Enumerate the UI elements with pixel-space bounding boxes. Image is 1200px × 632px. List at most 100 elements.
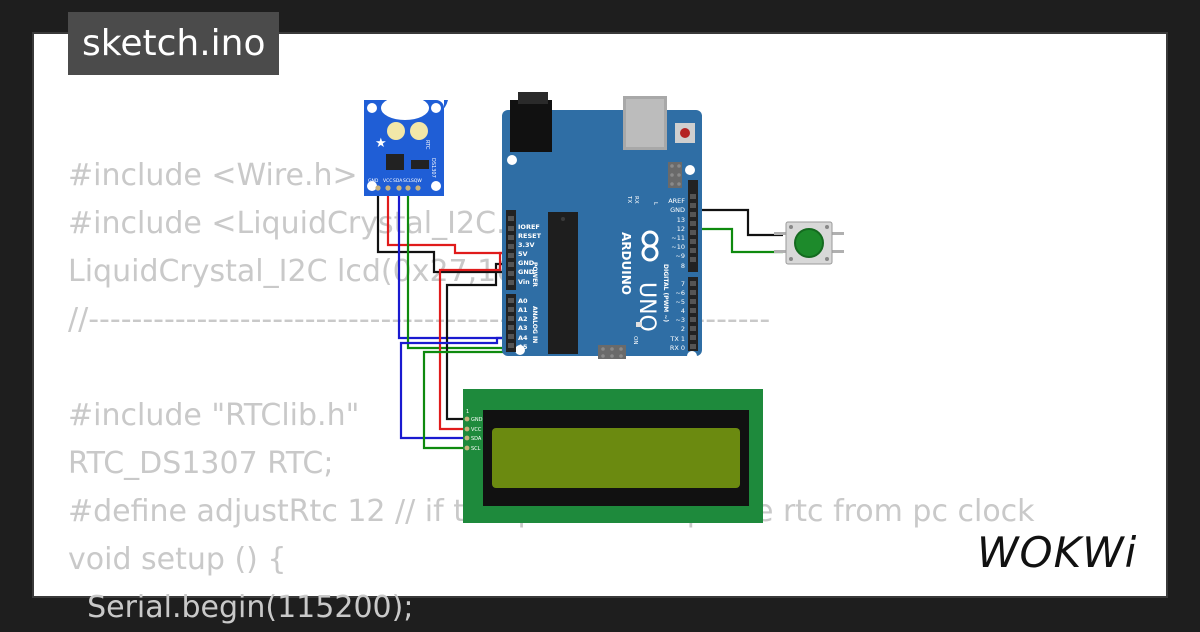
code-line: Serial.begin(115200);: [68, 590, 414, 625]
rtc-chip-label: DS1307: [430, 158, 436, 178]
lcd-pins: [464, 416, 470, 451]
rx-led-label: RX: [633, 196, 639, 204]
mount-hole: [507, 155, 517, 165]
digital-header-low-pins: [690, 281, 696, 349]
rtc-model-label: RTC: [424, 140, 430, 150]
code-line: void setup () {: [68, 542, 287, 577]
power-labels: IOREF RESET 3.3V 5V GND GND Vin: [518, 223, 542, 286]
arduino-uno[interactable]: IOREF RESET 3.3V 5V GND GND Vin POWER A0…: [502, 92, 702, 361]
rtc-crystal: [411, 160, 429, 169]
pin-label: A4: [518, 334, 528, 342]
analog-header: [506, 294, 516, 352]
pin-label: ~10: [671, 243, 685, 251]
push-button[interactable]: [774, 221, 844, 265]
wokwi-logo-text: WOKWi: [977, 528, 1137, 577]
wire-button-pin12: [692, 227, 783, 254]
button-leg: [830, 232, 844, 235]
digital-labels-high: AREF GND 13 12 ~11 ~10 ~9 8: [668, 197, 685, 270]
pin-label: AREF: [668, 197, 685, 205]
wire-rtc-sda: [397, 190, 510, 340]
pin-label: GND: [518, 268, 535, 276]
code-background: #include <Wire.h>#include <LiquidCrystal…: [68, 152, 1035, 632]
mount-hole: [515, 345, 525, 355]
pin-label: A2: [518, 315, 528, 323]
pin-label: ~6: [675, 289, 685, 297]
pin-label: ~11: [671, 234, 685, 242]
rtc-battery-contact: [387, 122, 405, 140]
rtc-pins: [375, 185, 421, 191]
pin-label: A5: [518, 343, 528, 351]
rtc-pin-labels: GND VCC SDA SCL SQW: [368, 178, 422, 184]
tx-led-label: TX: [626, 195, 632, 203]
lcd-pin-label: SCL: [471, 446, 481, 452]
digital-header-high-pins: [690, 194, 696, 262]
button-leg: [830, 250, 844, 253]
analog-labels: A0 A1 A2 A3 A4 A5: [518, 297, 528, 351]
rtc-pin-label: SDA: [393, 178, 403, 184]
atmega-chip: [548, 212, 578, 354]
pin-label: ~9: [675, 252, 685, 260]
pin-label: 3.3V: [518, 241, 535, 249]
pin-label: 8: [681, 262, 685, 270]
button-screw: [789, 257, 793, 261]
icsp-header-top: [668, 162, 682, 188]
button-cap[interactable]: [794, 228, 824, 258]
button-leg: [774, 250, 788, 253]
lcd-screen: [492, 428, 740, 488]
rtc-pin-label: VCC: [383, 178, 392, 184]
on-led: [636, 322, 642, 327]
wires: [376, 190, 783, 450]
wire-button-gnd: [692, 208, 783, 237]
rtc-mount-hole: [431, 103, 441, 113]
power-header-pins: [508, 216, 514, 285]
rtc-mount-hole: [367, 181, 377, 191]
power-header: [506, 210, 516, 290]
file-tab[interactable]: sketch.ino: [68, 12, 280, 75]
lcd-pin-label: GND: [471, 417, 483, 423]
button-screw: [825, 257, 829, 261]
wire-rtc-vcc: [386, 190, 510, 255]
pin-label: IOREF: [518, 223, 540, 231]
rtc-chip: [386, 154, 404, 170]
pin-label: ~5: [675, 298, 685, 306]
arduino-brand: ARDUINO: [619, 232, 633, 295]
rtc-pin-label: SQW: [411, 178, 422, 184]
rtc-module[interactable]: ★ DS1307 RTC GND VCC SDA SCL SQW: [364, 96, 448, 196]
wire-lcd-sda: [399, 336, 510, 440]
lcd-pin-one-label: 1: [466, 409, 469, 415]
digital-header-low: [688, 277, 698, 351]
icsp-header-bottom: [598, 345, 626, 359]
usb-port-inner: [626, 99, 664, 147]
pin-label: RX 0: [670, 344, 685, 352]
dc-power-jack: [510, 100, 552, 152]
rtc-mount-hole: [367, 103, 377, 113]
button-screw: [825, 225, 829, 229]
pin-label: ~3: [675, 316, 685, 324]
pin-label: TX 1: [669, 335, 685, 343]
pin-label: GND: [518, 259, 535, 267]
mount-hole: [685, 165, 695, 175]
pin-label: 13: [677, 216, 685, 224]
rtc-pin-label: SCL: [403, 178, 412, 184]
wire-rtc-gnd: [376, 190, 510, 274]
wokwi-logo: WOKWi: [977, 528, 1137, 577]
lcd-display[interactable]: 1 GND VCC SDA SCL: [463, 389, 763, 523]
code-line: #include <Wire.h>: [68, 158, 358, 193]
on-led-label: ON: [632, 336, 638, 344]
pin-label: A1: [518, 306, 528, 314]
analog-section-label: ANALOG IN: [531, 306, 538, 343]
star-logo-icon: ★: [375, 136, 387, 151]
l-led-label: L: [652, 202, 658, 206]
button-screw: [789, 225, 793, 229]
pin-label: 4: [681, 307, 685, 315]
reset-button[interactable]: [680, 128, 690, 138]
code-line: RTC_DS1307 RTC;: [68, 446, 334, 481]
wire-rtc-scl: [406, 190, 510, 350]
pin-label: 7: [681, 280, 685, 288]
lcd-pin-label: SDA: [471, 436, 482, 442]
arduino-infinity-logo: [641, 230, 659, 262]
chip-notch: [561, 217, 565, 221]
rtc-pin-label: GND: [368, 178, 379, 184]
